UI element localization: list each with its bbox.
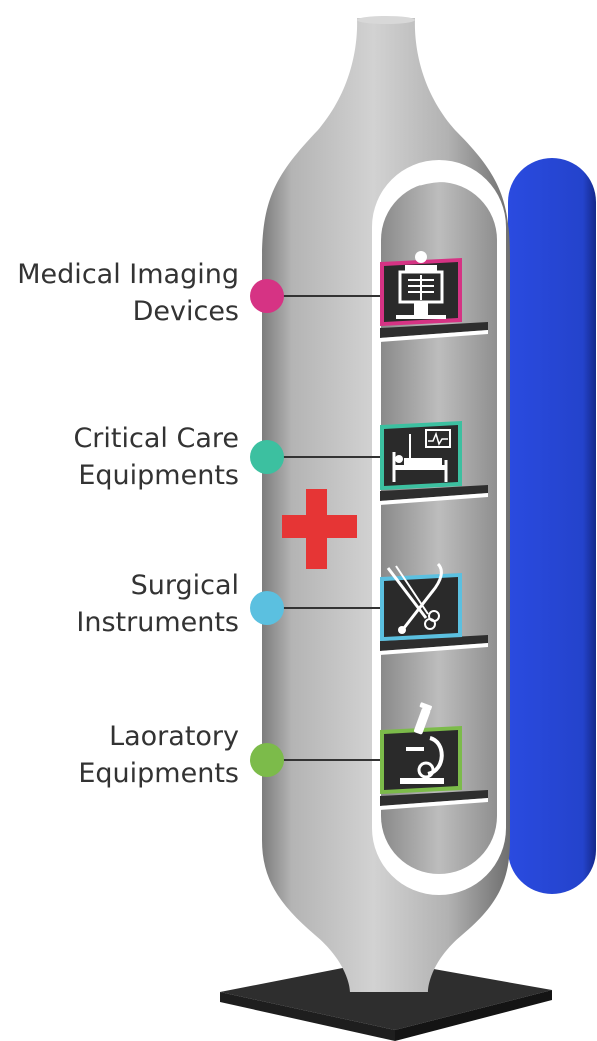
label-line: Critical Care: [73, 423, 239, 454]
label-critical-care: Critical Care Equipments: [73, 420, 239, 494]
label-medical-imaging: Medical Imaging Devices: [17, 256, 239, 330]
label-laboratory: Laoratory Equipments: [78, 718, 239, 792]
marker-dot-imaging: [250, 279, 284, 313]
marker-dot-critical-care: [250, 440, 284, 474]
label-line: Surgical: [130, 570, 239, 601]
shelf: [380, 485, 488, 505]
marker-dot-laboratory: [250, 743, 284, 777]
shelf: [380, 635, 488, 655]
shelf: [380, 790, 488, 810]
label-line: Instruments: [76, 607, 239, 638]
stand-base: [220, 960, 552, 1041]
label-line: Devices: [132, 296, 239, 327]
label-line: Equipments: [78, 460, 239, 491]
inner-compartment: [372, 160, 506, 895]
label-line: Equipments: [78, 758, 239, 789]
label-line: Laoratory: [109, 721, 239, 752]
blue-side-panel: [508, 158, 596, 894]
marker-dot-surgical: [250, 591, 284, 625]
label-surgical: Surgical Instruments: [76, 567, 239, 641]
hospital-bed-monitor-icon: [380, 421, 462, 490]
shelf: [380, 322, 488, 342]
medical-cross-icon: [282, 489, 357, 569]
surgical-tools-icon: [380, 562, 462, 641]
label-line: Medical Imaging: [17, 259, 239, 290]
xray-icon: [380, 251, 462, 326]
microscope-icon: [380, 702, 462, 794]
